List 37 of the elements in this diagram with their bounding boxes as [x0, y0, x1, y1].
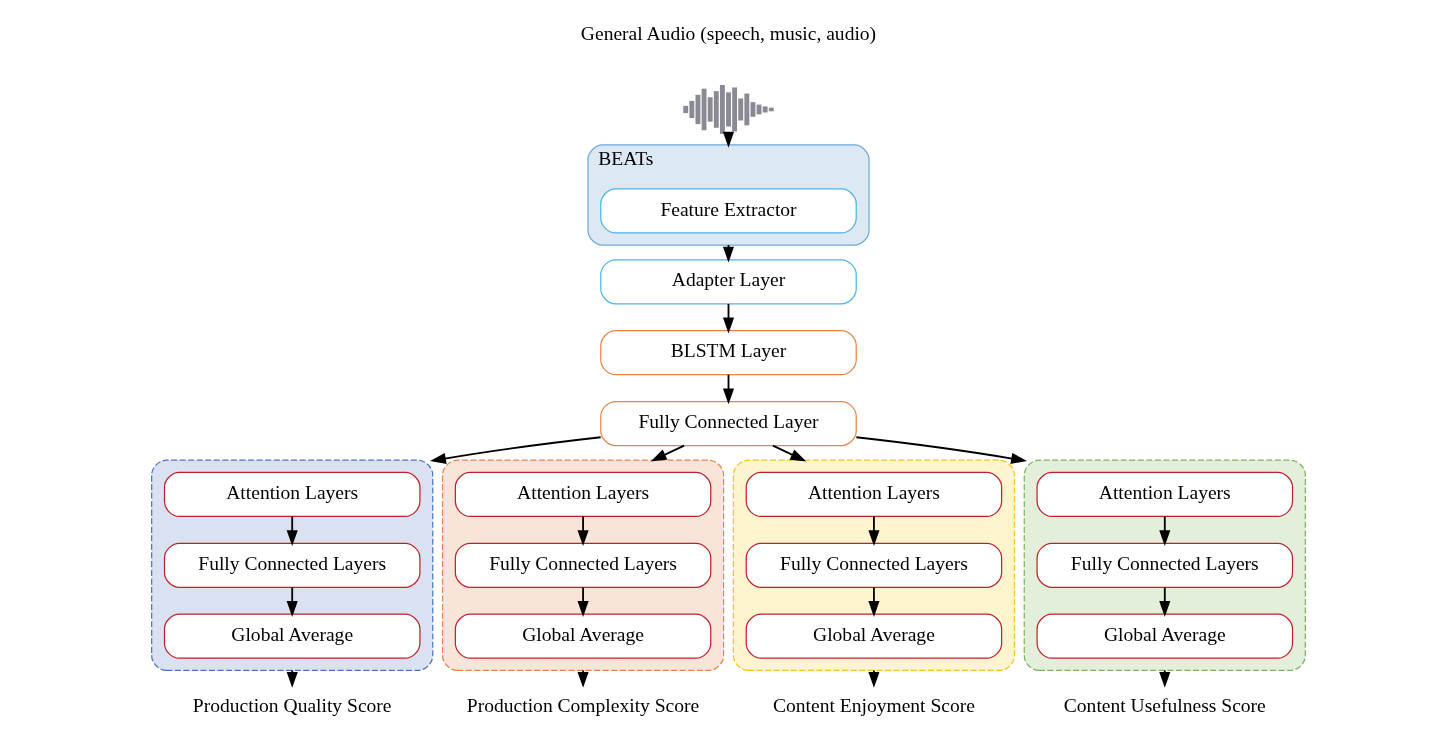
arrow — [286, 669, 298, 688]
arrow — [1158, 515, 1170, 547]
node-box: Fully Connected Layers — [745, 542, 1002, 588]
node-text: Production Complexity Score — [466, 694, 699, 716]
arrow — [577, 515, 589, 547]
arrow — [1158, 669, 1170, 688]
arrow — [286, 515, 298, 547]
arrow — [650, 444, 685, 462]
arrow — [286, 586, 298, 617]
node-box: Fully Connected Layer — [599, 400, 857, 447]
node-text: Production Quality Score — [192, 694, 392, 716]
node-box: Global Average — [1035, 613, 1293, 659]
node-box: Attention Layers — [1035, 471, 1293, 518]
node-box: Fully Connected Layers — [163, 542, 421, 588]
arrow — [1158, 586, 1170, 617]
node-box: Attention Layers — [745, 471, 1002, 518]
node-text: Content Usefulness Score — [1063, 694, 1266, 716]
arrow — [429, 436, 602, 464]
node-box: Feature Extractor — [599, 188, 857, 234]
arrow — [867, 669, 879, 688]
node-box: Fully Connected Layers — [1035, 542, 1293, 588]
node-box: Global Average — [163, 613, 421, 659]
arrow — [577, 586, 589, 617]
arrow — [867, 515, 879, 547]
arrow — [771, 444, 806, 462]
arrow — [854, 436, 1027, 464]
node-box: Attention Layers — [454, 471, 711, 518]
node-text: Content Enjoyment Score — [772, 694, 975, 716]
node-label: General Audio (speech, music, audio) — [580, 22, 876, 44]
arrow — [577, 669, 589, 688]
node-box: Global Average — [745, 613, 1002, 659]
node-box: Fully Connected Layers — [454, 542, 711, 588]
arrow — [867, 586, 879, 617]
node-box: Attention Layers — [163, 471, 421, 518]
node-box: BLSTM Layer — [599, 330, 857, 376]
node-box: Global Average — [454, 613, 711, 659]
node-box: Adapter Layer — [599, 259, 857, 305]
